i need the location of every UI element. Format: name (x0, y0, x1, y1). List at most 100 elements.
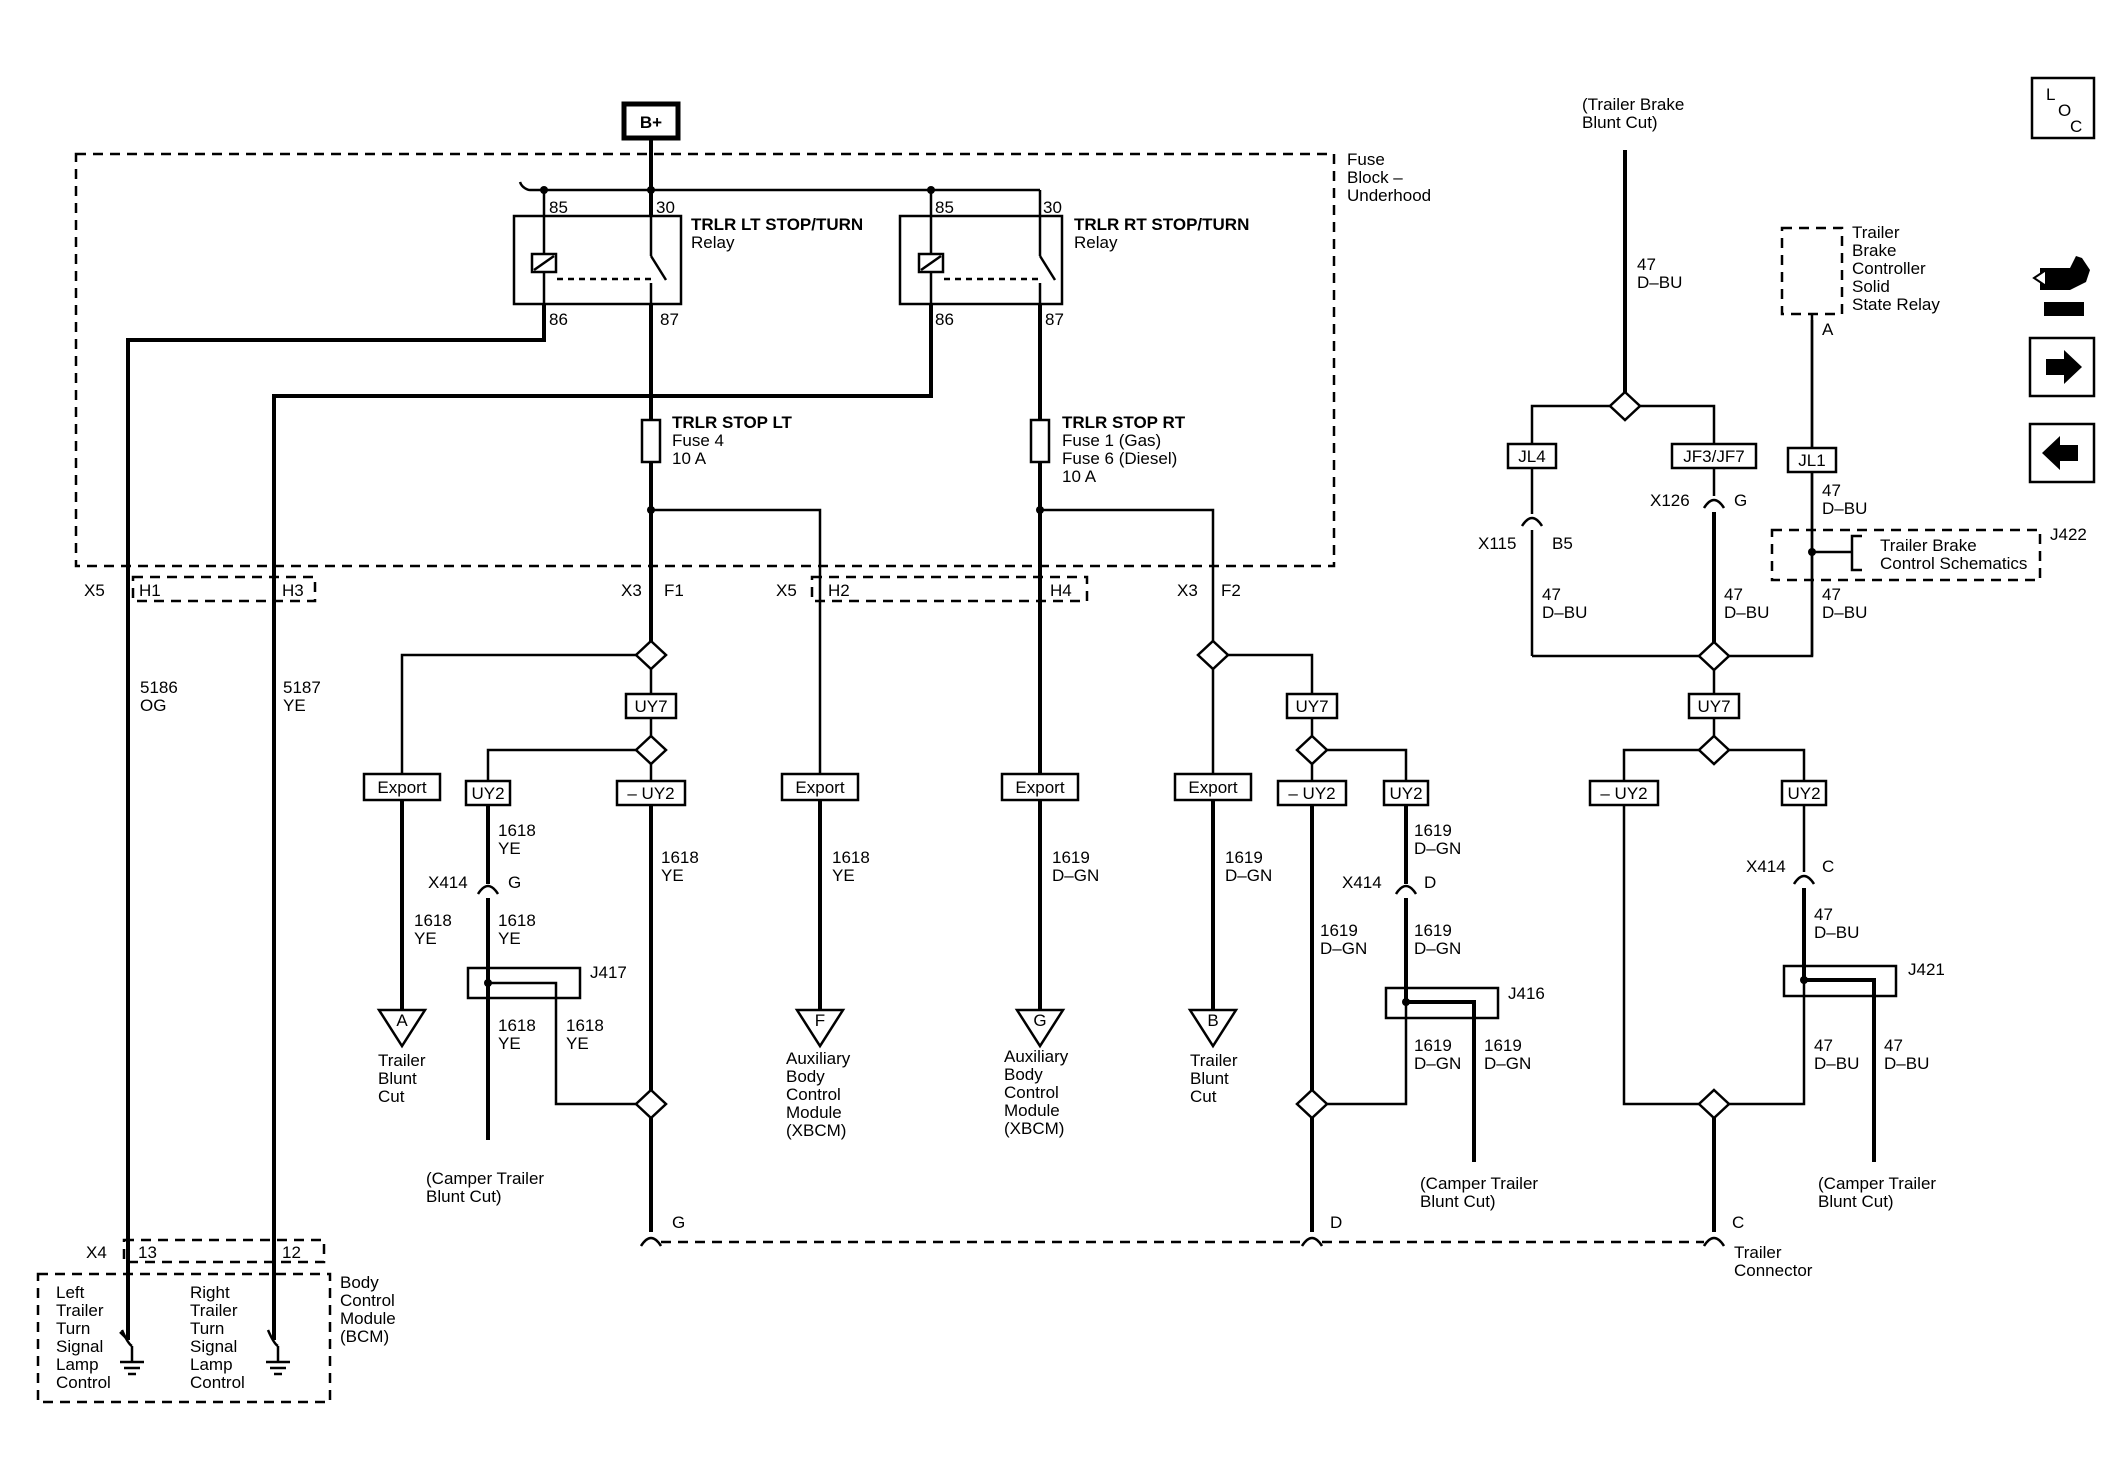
offpage-connector-f (794, 1008, 846, 1049)
option-not-uy2-label: – UY2 (1288, 784, 1335, 803)
splice-j417 (466, 966, 582, 1000)
wire-5186-color: OG (140, 696, 166, 715)
bcm-left-3: Turn (56, 1319, 90, 1338)
bcm-left-2: Trailer (56, 1301, 104, 1320)
fuse-block-title-2: Block – (1347, 168, 1403, 187)
option-export-label: Export (1015, 778, 1064, 797)
wire-1619-color: D–GN (1484, 1054, 1531, 1073)
option-branch-diamond (634, 734, 668, 766)
option-uy2-box (464, 779, 512, 807)
relay-left-sub: Relay (691, 233, 735, 252)
option-export-box (1173, 772, 1253, 802)
offpage-b-line-2: Blunt (1190, 1069, 1229, 1088)
splice-j416 (1384, 986, 1500, 1020)
wire-1619-num: 1619 (1484, 1036, 1522, 1055)
connector-h4: H4 (1050, 581, 1072, 600)
connector-x4: X4 (86, 1243, 107, 1262)
wire-1618-color: YE (498, 839, 521, 858)
offpage-a-letter: A (396, 1011, 408, 1030)
battery-positive-label: B+ (640, 113, 662, 132)
option-not-uy2-label: – UY2 (627, 784, 674, 803)
arrow-left-icon (2042, 436, 2078, 470)
fuse-block-title-1: Fuse (1347, 150, 1385, 169)
trailer-connector-1: Trailer (1734, 1243, 1782, 1262)
option-branch-diamond (1608, 390, 1642, 422)
connector-x3b: X3 (1177, 581, 1198, 600)
connector-pin-a: A (1822, 320, 1834, 339)
relay-left-title: TRLR LT STOP/TURN (691, 215, 863, 234)
connector-x5b: X5 (776, 581, 797, 600)
wire-47-color: D–BU (1822, 603, 1867, 622)
connector-x5-shell-a (131, 575, 317, 603)
option-jl4-label: JL4 (1518, 447, 1545, 466)
relay-left-box (512, 214, 683, 306)
option-jf3-box (1670, 442, 1758, 470)
brake-schematics-line-2: Control Schematics (1880, 554, 2027, 573)
option-uy2-label: UY2 (1787, 784, 1820, 803)
wire-47-num: 47 (1542, 585, 1561, 604)
fuse-left-line-3: 10 A (672, 449, 707, 468)
option-export-box (1000, 772, 1080, 802)
option-uy2-label: UY2 (1389, 784, 1422, 803)
wire-1618-color: YE (498, 929, 521, 948)
bcm-title-1: Body (340, 1273, 379, 1292)
option-branch-diamond (634, 639, 668, 671)
connector-x115-pin: B5 (1552, 534, 1573, 553)
brake-controller-outline (1780, 226, 1844, 316)
next-page-button[interactable] (2028, 336, 2096, 398)
wire-1619-color: D–GN (1414, 939, 1461, 958)
camper-blunt-mid-2: Blunt Cut) (1420, 1192, 1496, 1211)
option-export-label: Export (377, 778, 426, 797)
relay-right-pin-85: 85 (935, 198, 954, 217)
offpage-connector-a (376, 1008, 428, 1049)
wire-5186-num: 5186 (140, 678, 178, 697)
relay-left-pin-87: 87 (660, 310, 679, 329)
wire-1618-num: 1618 (498, 1016, 536, 1035)
bcm-right-4: Signal (190, 1337, 237, 1356)
bcm-right-1: Right (190, 1283, 230, 1302)
wire-1618-color: YE (414, 929, 437, 948)
wire-47-num: 47 (1814, 1036, 1833, 1055)
connector-end-view-icon[interactable] (2032, 256, 2090, 316)
wire-47-num: 47 (1724, 585, 1743, 604)
offpage-a-line-3: Cut (378, 1087, 405, 1106)
loc-button[interactable]: L O C (2030, 76, 2096, 140)
arrow-right-icon (2046, 350, 2082, 384)
trailer-connector-2: Connector (1734, 1261, 1813, 1280)
offpage-f-line-5: (XBCM) (786, 1121, 846, 1140)
bcm-left-5: Lamp (56, 1355, 99, 1374)
wire-1618-num: 1618 (566, 1016, 604, 1035)
option-jl1-label: JL1 (1798, 451, 1825, 470)
brake-controller-line-5: State Relay (1852, 295, 1940, 314)
fuse-block-title-3: Underhood (1347, 186, 1431, 205)
bcm-title-4: (BCM) (340, 1327, 389, 1346)
splice-j417-label: J417 (590, 963, 627, 982)
connector-x4-shell (122, 1238, 326, 1264)
option-uy2-box (1780, 779, 1828, 807)
previous-page-button[interactable] (2028, 422, 2096, 484)
option-uy7-label: UY7 (1697, 697, 1730, 716)
wire-47-color: D–BU (1884, 1054, 1929, 1073)
offpage-connector-b (1187, 1008, 1239, 1049)
splice-j422-outline (1770, 528, 2042, 582)
fuse-right-line-2: Fuse 1 (Gas) (1062, 431, 1161, 450)
merge-diamond (1697, 1088, 1731, 1120)
relay-left-pin-86: 86 (549, 310, 568, 329)
wire-47-color: D–BU (1822, 499, 1867, 518)
bcm-title-2: Control (340, 1291, 395, 1310)
option-export-label: Export (1188, 778, 1237, 797)
fuse-right-line-4: 10 A (1062, 467, 1097, 486)
option-uy7-box (1285, 692, 1339, 720)
relay-right-sub: Relay (1074, 233, 1118, 252)
relay-right-pin-87: 87 (1045, 310, 1064, 329)
option-not-uy2-label: – UY2 (1600, 784, 1647, 803)
relay-right-pin-30: 30 (1043, 198, 1062, 217)
relay-right-pin-86: 86 (935, 310, 954, 329)
connector-pin-12: 12 (282, 1243, 301, 1262)
offpage-b-letter: B (1207, 1011, 1218, 1030)
connector-x5-shell-b (810, 575, 1089, 603)
wire-1618-num: 1618 (414, 911, 452, 930)
bcm-left-6: Control (56, 1373, 111, 1392)
option-uy2-box (1382, 779, 1430, 807)
